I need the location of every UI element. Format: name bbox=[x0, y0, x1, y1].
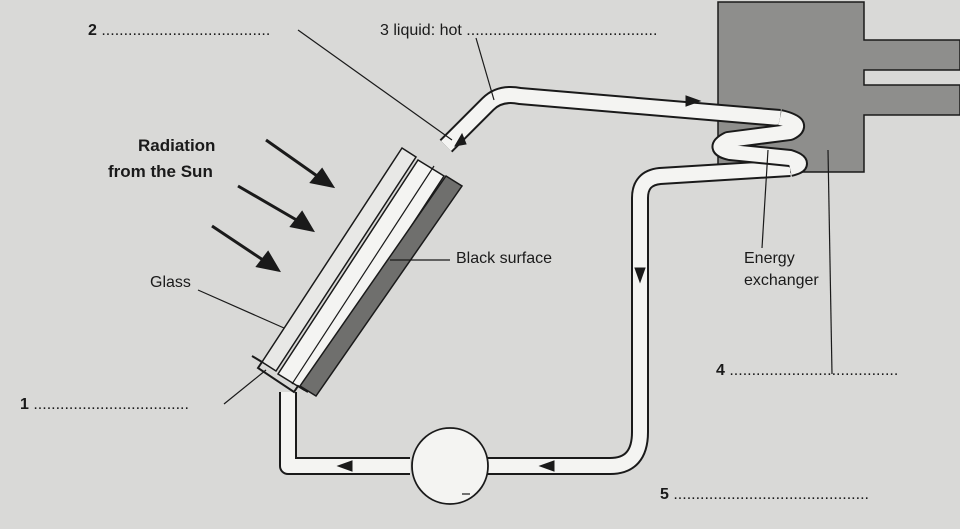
label-5-answer-line: ........................................… bbox=[673, 486, 869, 503]
panel-bracket bbox=[251, 355, 309, 394]
collector-frame bbox=[276, 158, 446, 392]
leader-lines bbox=[197, 29, 833, 495]
label-3-answer-line: ........................................… bbox=[466, 22, 658, 39]
radiation-label-line2: from the Sun bbox=[108, 162, 213, 181]
radiation-label-line1: Radiation bbox=[138, 136, 216, 155]
label-5-number: 5 bbox=[660, 486, 669, 503]
label-4-answer-line: ...................................... bbox=[729, 362, 899, 379]
label-1-answer-line: ................................... bbox=[33, 396, 189, 413]
label-4: 4 ...................................... bbox=[716, 362, 898, 380]
flow-arrows bbox=[336, 95, 702, 472]
label-2: 2 ...................................... bbox=[88, 22, 270, 40]
pump bbox=[411, 427, 489, 505]
black-surface-label: Black surface bbox=[456, 250, 553, 267]
label-2-answer-line: ...................................... bbox=[101, 22, 271, 39]
glass-cover bbox=[260, 146, 418, 373]
black-surface bbox=[298, 174, 464, 398]
label-1: 1 ................................... bbox=[20, 396, 189, 414]
glass-label: Glass bbox=[150, 274, 191, 291]
label-2-number: 2 bbox=[88, 22, 97, 39]
label-4-number: 4 bbox=[716, 362, 725, 379]
label-3-text: 3 liquid: hot bbox=[380, 22, 462, 39]
radiation-arrows bbox=[211, 138, 336, 273]
label-1-number: 1 bbox=[20, 396, 29, 413]
energy-exchanger-label-line2: exchanger bbox=[744, 272, 819, 289]
energy-exchanger-label-line1: Energy bbox=[744, 250, 795, 267]
label-5: 5 ......................................… bbox=[660, 486, 869, 504]
label-3: 3 liquid: hot ..........................… bbox=[380, 22, 657, 40]
